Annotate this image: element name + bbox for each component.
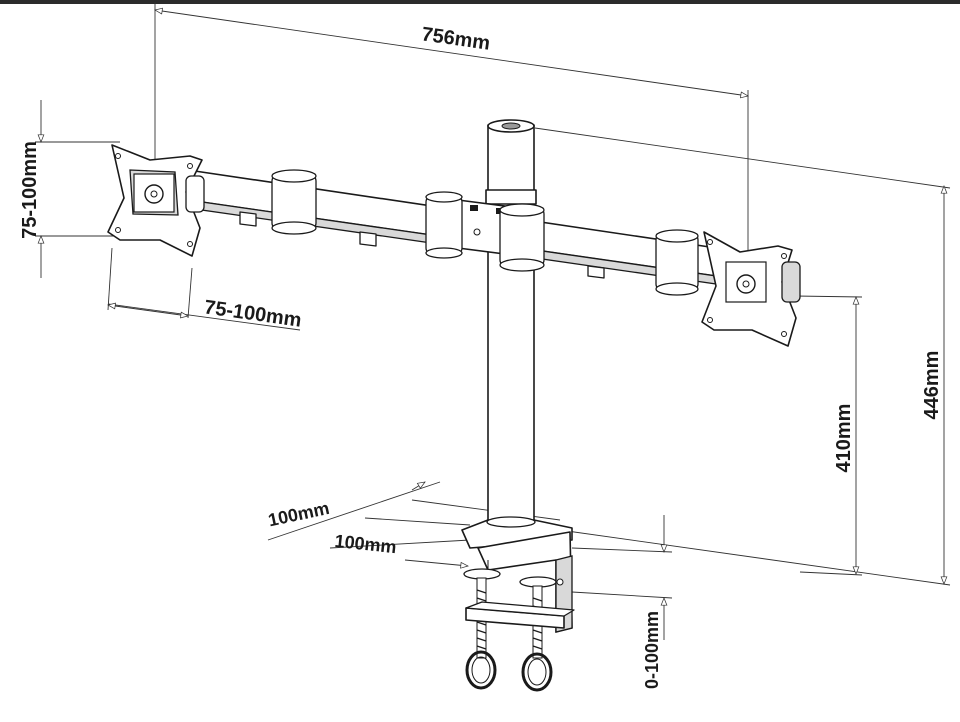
dimension-clamp-range: 0-100mm [571,515,673,689]
dimension-base-width: 100mm [329,531,471,569]
label-clamp-range: 0-100mm [642,611,662,689]
label-overall-height: 446mm [921,351,943,420]
arm-joint-left-outer [271,169,317,235]
label-base-width: 100mm [334,531,398,557]
dimension-vesa-horizontal: 75-100mm [107,247,303,332]
dimension-arm-height: 410mm [794,295,863,576]
arm-joint-right-inner [499,203,545,272]
dimension-overall-height: 446mm [534,127,951,586]
arm-joint-left-inner [425,191,463,259]
vesa-plate-right [701,231,801,347]
desk-clamp [461,516,575,692]
label-vesa-horizontal: 75-100mm [203,296,303,331]
label-base-depth: 100mm [266,498,331,530]
top-frame-bar [0,0,960,4]
cable-clip [239,211,605,279]
vertical-pole [485,119,537,526]
vesa-plate-left [107,144,205,257]
arm-joint-right-outer [655,229,699,296]
dimension-vesa-vertical: 75-100mm [19,100,120,278]
label-arm-height: 410mm [833,404,855,473]
label-vesa-vertical: 75-100mm [19,141,41,239]
